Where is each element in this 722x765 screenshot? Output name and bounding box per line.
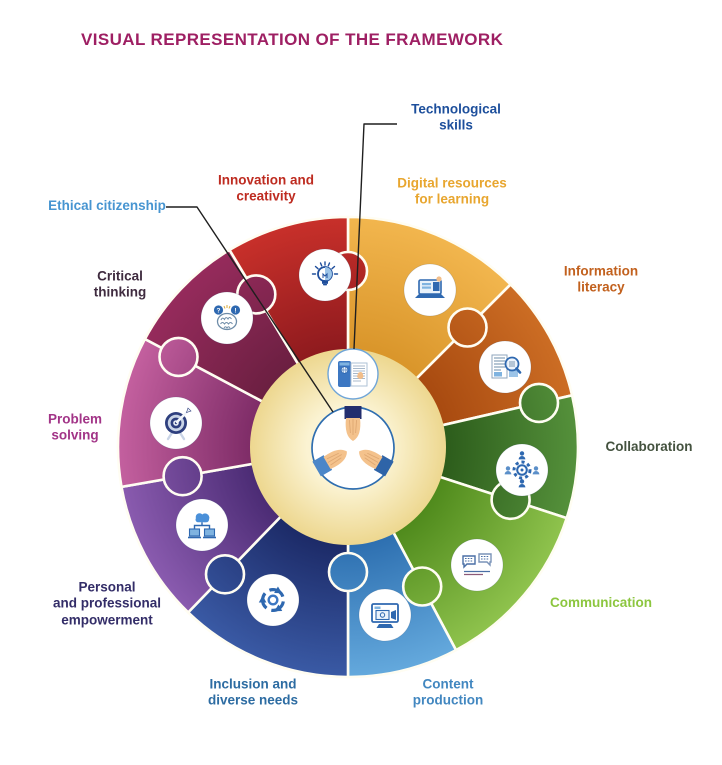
- svg-text:?: ?: [217, 307, 221, 314]
- label-information-literacy: Information literacy: [563, 263, 639, 295]
- svg-text:!: !: [234, 307, 236, 314]
- puzzle-knob: [204, 553, 246, 595]
- team-gear-icon: [495, 443, 549, 497]
- lightbulb-icon: [298, 248, 352, 302]
- media-monitor-icon: [358, 588, 412, 642]
- chat-bubbles-icon: [450, 538, 504, 592]
- puzzle-knob: [162, 455, 203, 497]
- dartboard-icon: [149, 396, 203, 450]
- news-magnifier-icon: [478, 340, 532, 394]
- puzzle-knob: [327, 551, 369, 593]
- technological-skills-callout-line: [353, 123, 397, 350]
- brain-icon: ? !: [200, 291, 254, 345]
- label-technological-skills: Technological skills: [411, 101, 501, 133]
- puzzle-knob: [401, 566, 443, 607]
- puzzle-knob: [518, 382, 560, 424]
- cloud-network-icon: [175, 498, 229, 552]
- label-digital-resources-for-learning: Digital resources for learning: [397, 175, 507, 207]
- label-personal-and-professional-empowerment: Personal and professional empowerment: [52, 579, 162, 628]
- label-content-production: Content production: [412, 676, 484, 708]
- laptop-learning-icon: [403, 263, 457, 317]
- page-title: VISUAL REPRESENTATION OF THE FRAMEWORK: [81, 30, 504, 49]
- cycle-arrows-icon: [246, 573, 300, 627]
- label-collaboration: Collaboration: [605, 438, 693, 454]
- label-inclusion-and-diverse-needs: Inclusion and diverse needs: [207, 676, 299, 708]
- puzzle-knob: [158, 336, 199, 378]
- ethical-citizenship-callout-line: [166, 206, 334, 413]
- hands-together-icon: [311, 406, 395, 490]
- label-critical-thinking: Critical thinking: [93, 268, 147, 300]
- label-ethical-citizenship: Ethical citizenship: [48, 197, 166, 213]
- label-communication: Communication: [549, 594, 653, 610]
- label-problem-solving: Problem solving: [47, 411, 103, 443]
- puzzle-knob: [447, 307, 488, 348]
- digital-device-icon: [327, 348, 379, 400]
- label-innovation-and-creativity: Innovation and creativity: [218, 172, 314, 204]
